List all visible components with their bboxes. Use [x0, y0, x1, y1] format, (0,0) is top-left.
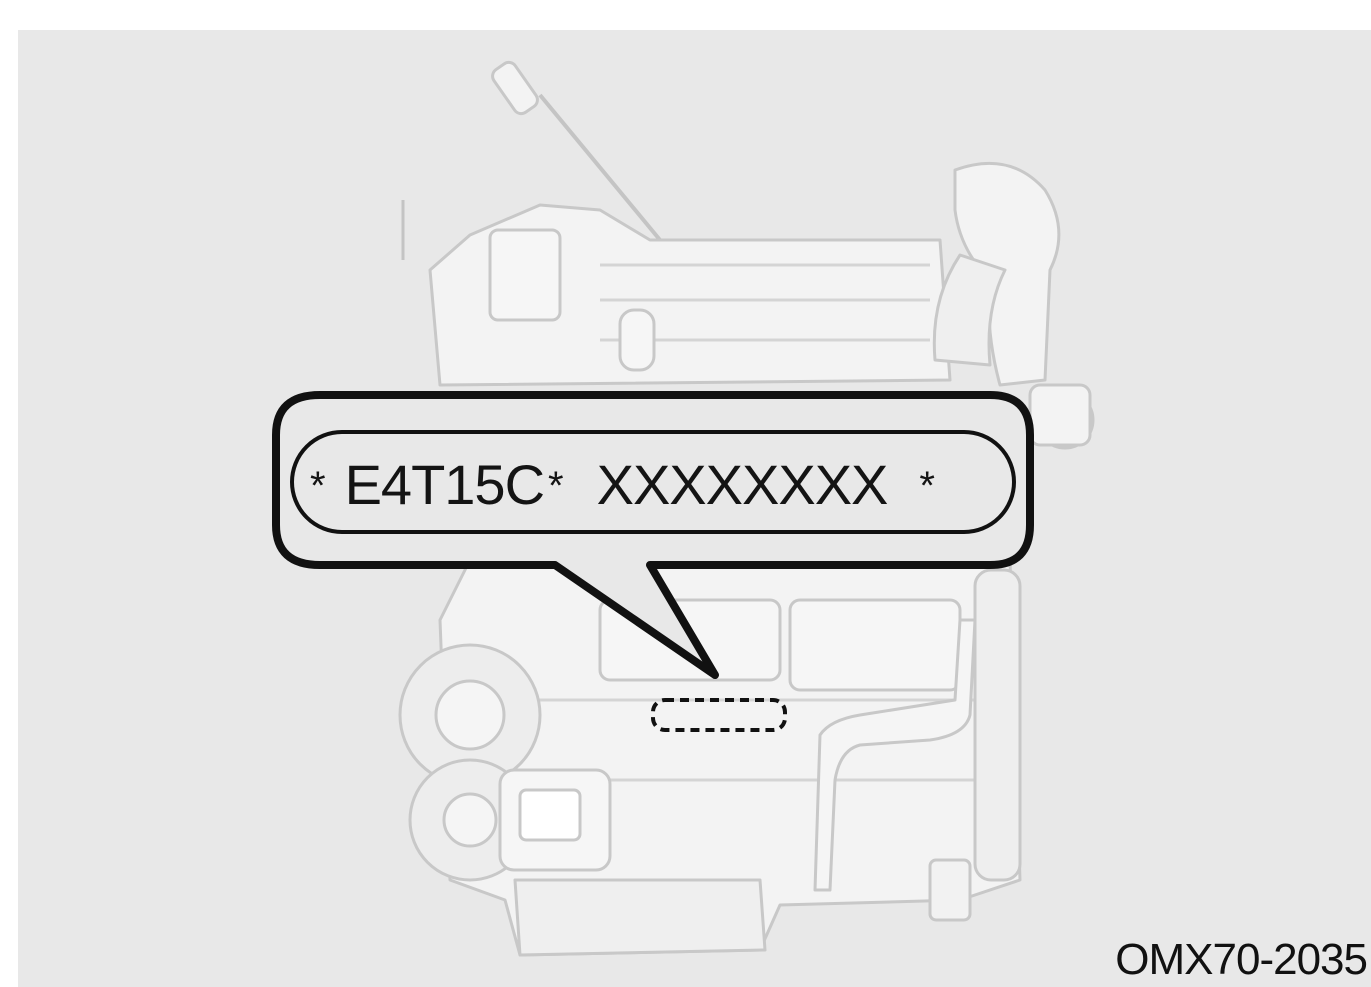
asterisk-right: *: [919, 464, 934, 509]
water-pump-pulley: [975, 570, 1020, 880]
dipstick-handle: [489, 59, 540, 117]
spark-coil: [620, 310, 654, 370]
figure-reference-code: OMX70-2035: [1115, 933, 1367, 987]
engine-serial-number: XXXXXXXX: [597, 452, 888, 517]
oil-pan: [515, 880, 765, 955]
engine-number-label: * E4T15C * XXXXXXXX *: [290, 430, 1016, 538]
asterisk-left: *: [310, 464, 325, 509]
oil-filler-cap: [490, 230, 560, 320]
engine-model-code: E4T15C: [345, 452, 544, 517]
asterisk-middle: *: [548, 464, 563, 509]
